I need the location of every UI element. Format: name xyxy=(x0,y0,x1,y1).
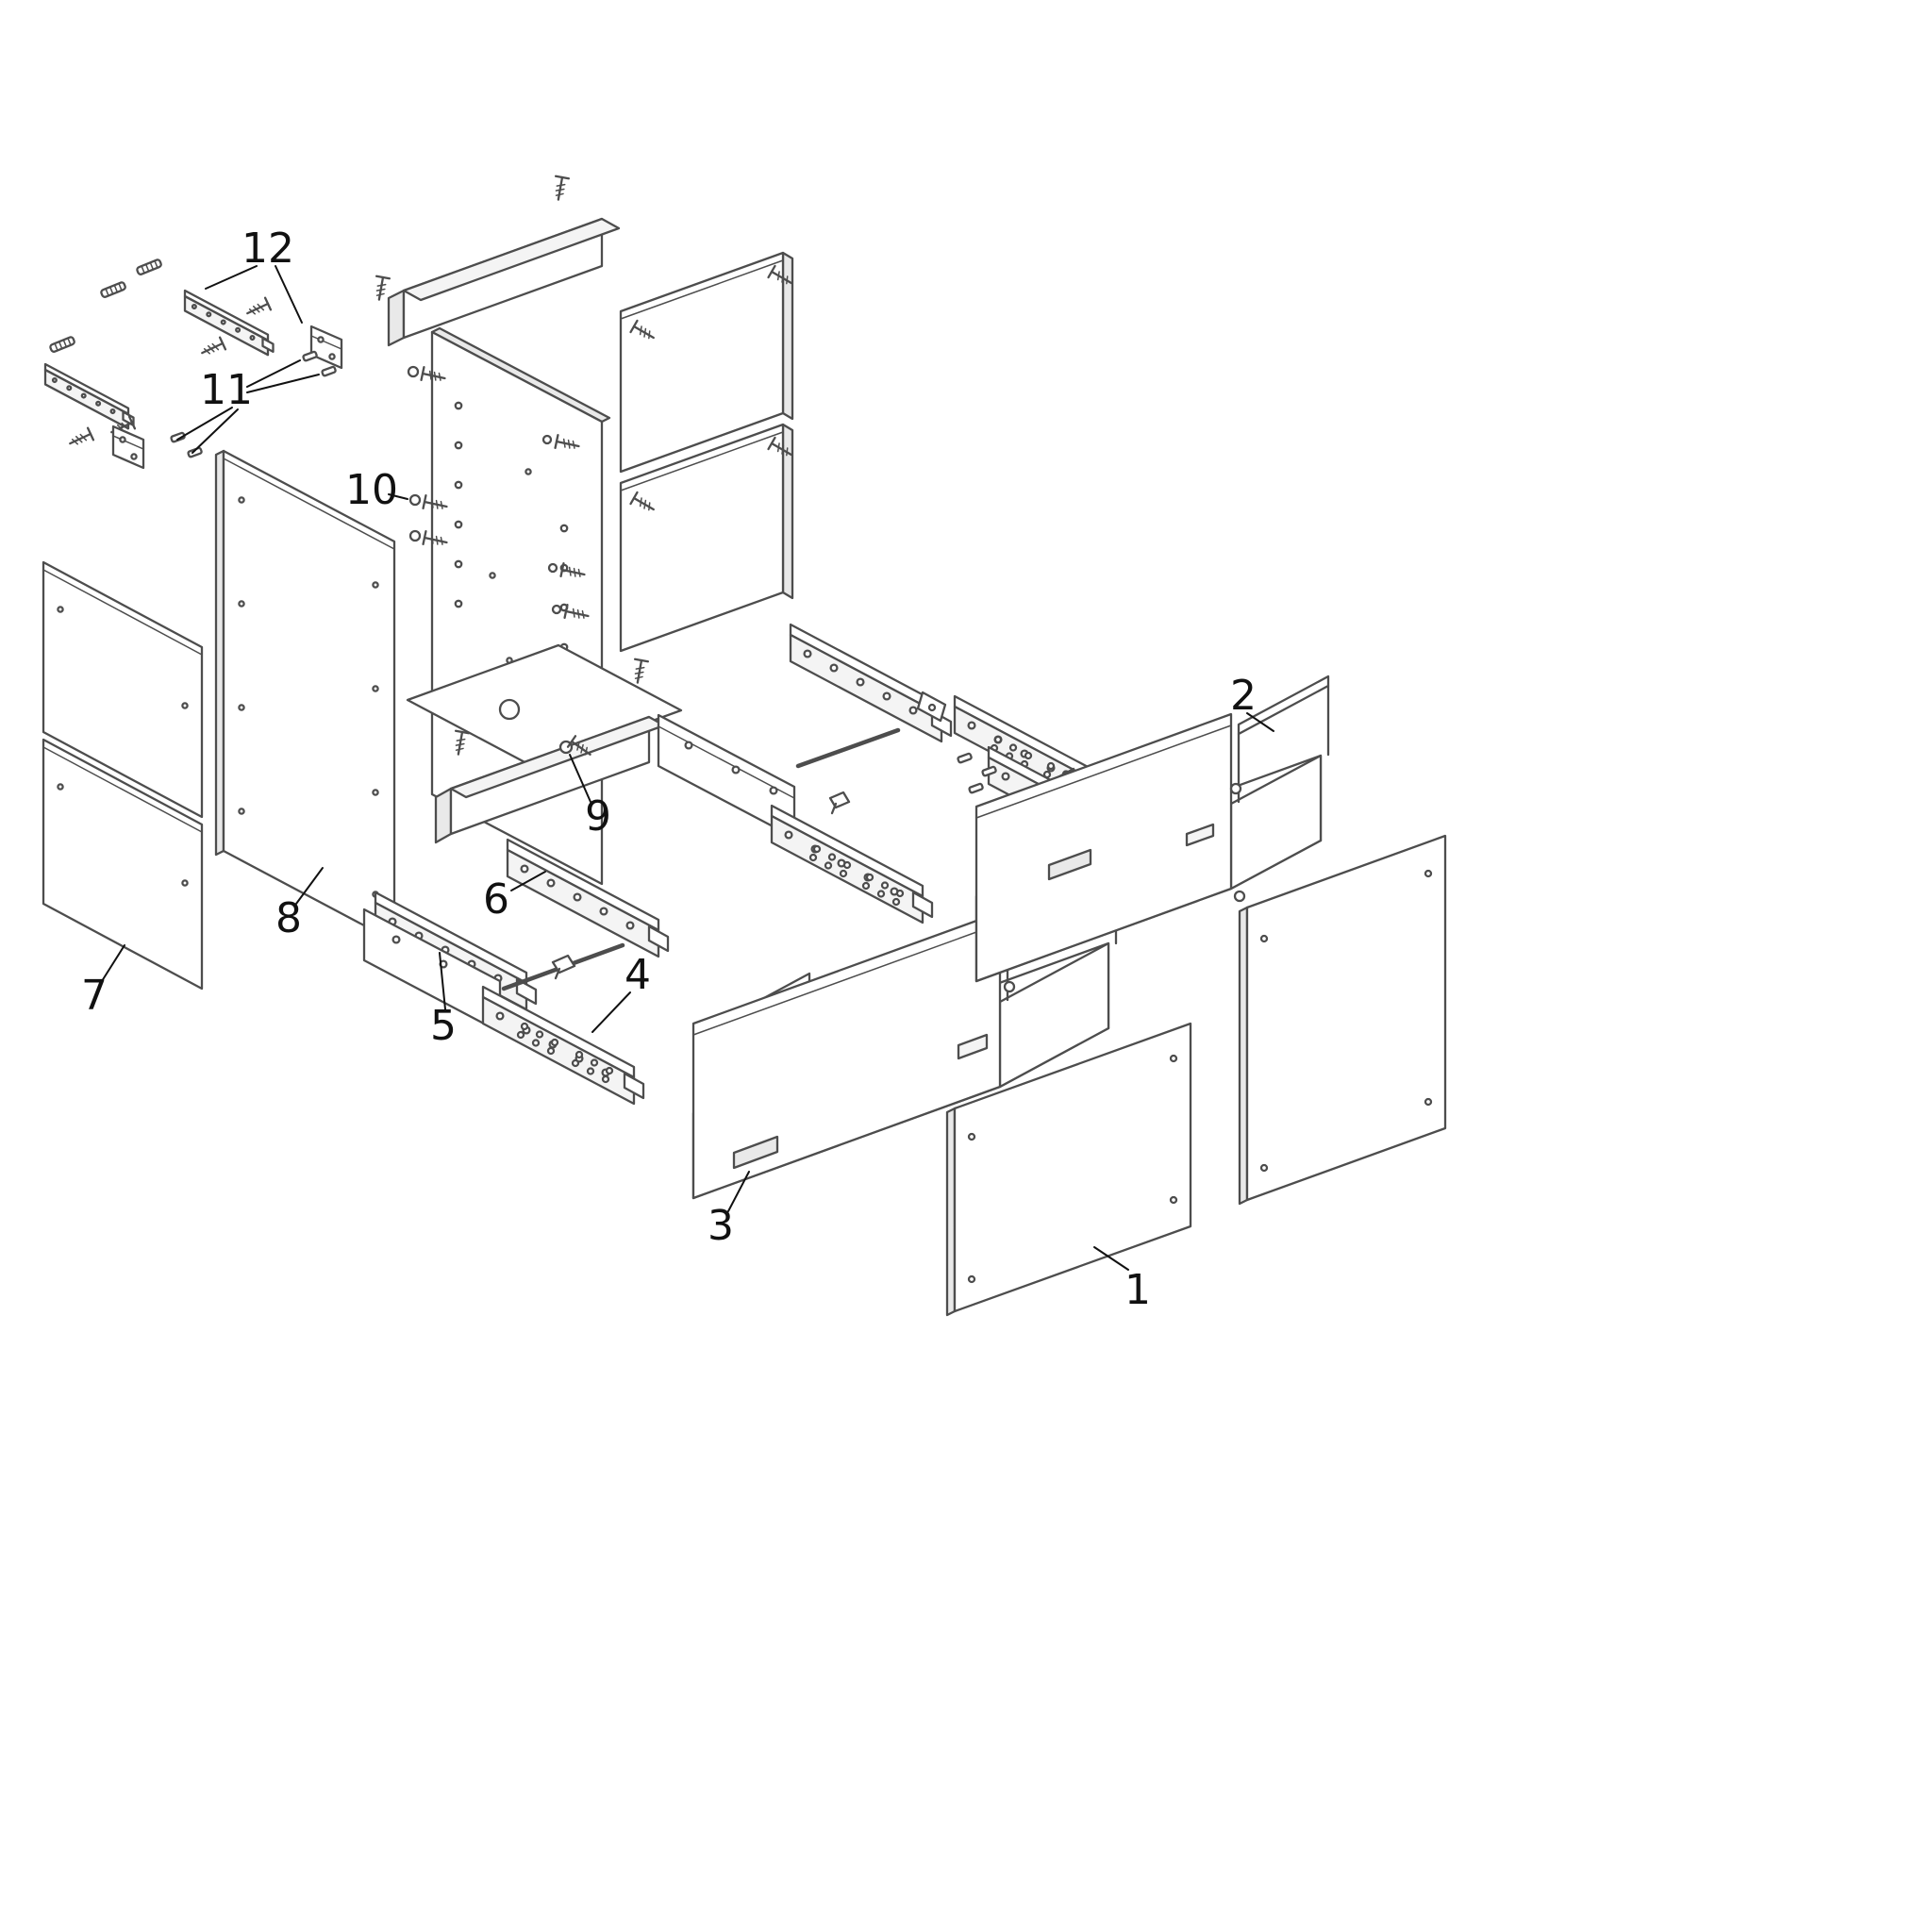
cover-panel-upper xyxy=(43,562,202,817)
mounting-clip xyxy=(553,956,575,978)
callout-4: 4 xyxy=(625,951,651,999)
callout-5: 5 xyxy=(430,1002,457,1050)
gallery-tube-right xyxy=(1239,676,1328,734)
front-panel-a xyxy=(955,1024,1191,1311)
part-11-fitting-pins xyxy=(169,350,338,458)
cover-panel-lower xyxy=(43,740,202,989)
callout-6: 6 xyxy=(483,875,509,924)
gallery-rod xyxy=(798,730,898,766)
part-2-drawer-box xyxy=(976,676,1328,981)
side-panel-face xyxy=(224,451,394,941)
back-panel-lower xyxy=(621,425,783,651)
part-9-screw-washer xyxy=(560,735,595,761)
pilot-holes xyxy=(58,607,187,885)
callout-7: 7 xyxy=(81,972,108,1020)
adjuster-plate xyxy=(1049,850,1091,879)
callout-12: 12 xyxy=(242,225,294,273)
part-1-front-panels xyxy=(947,836,1445,1315)
part-3-adjuster-plate xyxy=(734,1137,777,1168)
mounting-clip xyxy=(830,792,849,813)
part-8-side-panel xyxy=(216,451,394,941)
callout-1: 1 xyxy=(1124,1266,1151,1314)
drawer-front xyxy=(976,714,1231,981)
part-7-cover-panels xyxy=(43,562,202,989)
callout-9: 9 xyxy=(585,792,611,841)
back-panel-upper xyxy=(621,253,783,472)
front-panel-b xyxy=(1247,836,1445,1200)
back-panels xyxy=(621,253,796,651)
hanger-bracket-right xyxy=(311,326,341,368)
part-5-slide-assembly xyxy=(364,891,623,1032)
callout-11: 11 xyxy=(200,366,253,414)
part-3-drawer-box xyxy=(693,862,1116,1198)
hanger-bracket-left xyxy=(113,426,143,468)
part-12-mounting-hardware xyxy=(44,258,341,468)
callout-8: 8 xyxy=(275,894,302,942)
callout-3: 3 xyxy=(708,1202,734,1250)
drawer-front xyxy=(693,912,1000,1198)
callout-2: 2 xyxy=(1230,672,1257,720)
drawer-slide-cluster-middle xyxy=(658,623,1151,924)
callout-10: 10 xyxy=(345,466,398,514)
part-10-screws xyxy=(408,367,591,624)
callout-labels: 1 2 3 4 5 6 7 8 9 10 11 12 xyxy=(81,225,1257,1314)
top-front-rail xyxy=(371,175,619,345)
callout-leaders xyxy=(102,266,1274,1270)
